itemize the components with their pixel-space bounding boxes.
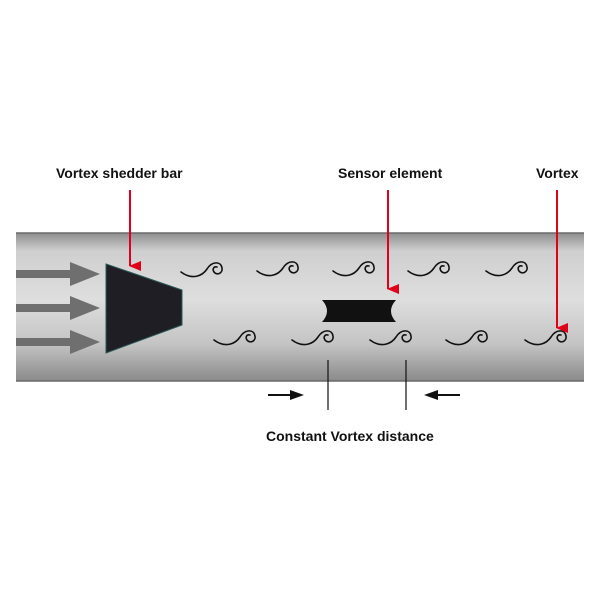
label-vortex-shedder-bar: Vortex shedder bar <box>56 165 183 181</box>
vortex-swirl-icon <box>485 261 528 277</box>
flow-arrow-icon <box>16 296 100 320</box>
label-vortex: Vortex <box>536 165 579 181</box>
vortex-distance-indicator <box>268 360 460 410</box>
pipe-body <box>16 233 584 381</box>
vortex-swirl-icon <box>332 261 375 277</box>
vortex-swirl-icon <box>407 261 450 277</box>
pipe <box>16 232 584 382</box>
vortex-swirl-icon <box>291 330 334 346</box>
sensor-element <box>322 300 396 322</box>
vortex-swirl-icon <box>180 262 223 278</box>
vortex-swirl-icon <box>213 330 256 346</box>
vortex-shedder-bar <box>105 263 183 354</box>
pointer-arrows <box>129 190 568 333</box>
flow-arrows <box>16 262 100 354</box>
vortex-swirl-icon <box>445 330 488 346</box>
arrow-right-icon <box>268 390 304 400</box>
vortex-swirl-icon <box>369 330 412 346</box>
flow-arrow-icon <box>16 262 100 286</box>
vortex-swirl-icon <box>256 261 299 277</box>
flow-arrow-icon <box>16 330 100 354</box>
vortex-row-top <box>180 261 528 278</box>
label-sensor-element: Sensor element <box>338 165 443 181</box>
vortex-swirl-icon <box>524 330 567 346</box>
label-constant-vortex-distance: Constant Vortex distance <box>266 428 434 444</box>
vortex-row-bottom <box>213 330 567 346</box>
arrow-left-icon <box>424 390 460 400</box>
